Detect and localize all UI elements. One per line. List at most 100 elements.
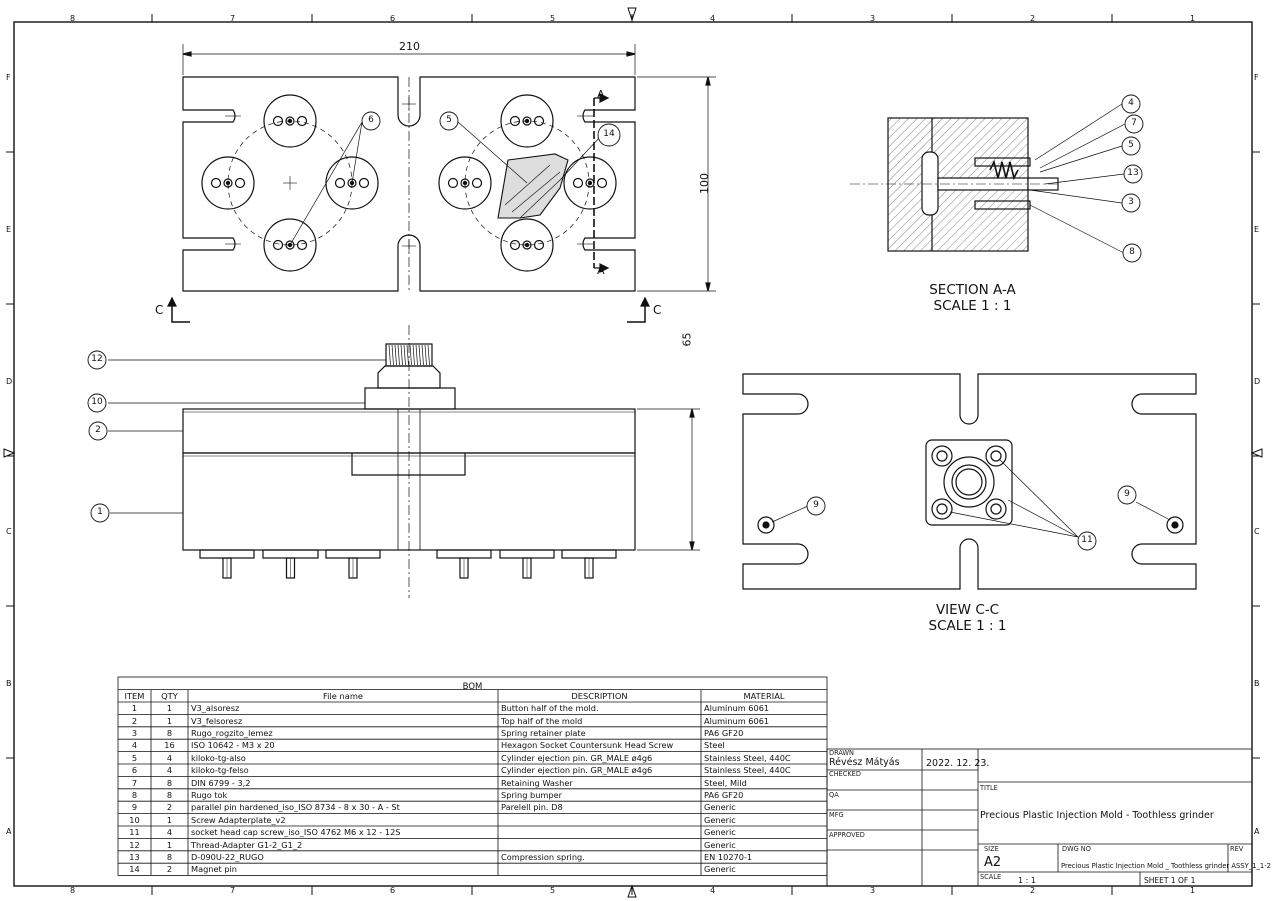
bom-cell: 11 [129,827,140,838]
qa-label: QA [829,791,839,799]
zone-col-bottom-3: 3 [870,886,876,895]
bom-cell: 8 [166,777,173,788]
bom-cell: Rugo_rogzito_lemez [191,727,273,738]
bom-header-qty: QTY [161,690,178,701]
bom-cell: 4 [166,752,173,763]
zone-row-left-D: D [6,377,13,386]
bom-cell: parallel pin hardened_iso_ISO 8734 - 8 x… [191,802,400,813]
bom-cell: kiloko-tg-felso [191,765,249,776]
bom-title: BOM [462,682,483,692]
dwg-label: DWG NO [1062,845,1091,853]
bom-cell: 1 [166,703,173,714]
bom-cell: 3 [131,727,138,738]
balloon-label-section-2: 5 [1128,140,1134,150]
bom-cell: 8 [166,727,173,738]
bom-cell: ISO 10642 - M3 x 20 [191,740,275,751]
bom-cell: 16 [164,740,175,751]
balloon-side-0 [87,350,107,370]
mfg-label: MFG [829,811,844,819]
bom-cell: Spring bumper [501,789,562,800]
bom-cell: Generic [704,839,736,850]
bom-header-file-name: File name [322,690,364,701]
bom-cell: Generic [704,814,736,825]
balloon-label-side-2: 2 [95,425,101,435]
zone-col-top-5: 5 [550,14,556,23]
top-plate-outline [182,76,636,292]
bom-cell: PA6 GF20 [704,789,744,800]
bom-cell: Generic [704,827,736,838]
scale-value: 1 : 1 [1018,876,1036,885]
balloon-section-5 [1122,243,1142,263]
rev-label: REV [1230,845,1244,853]
bom-cell: 1 [166,839,173,850]
balloon-label-viewc-2: 11 [1081,535,1093,545]
section-view [850,117,1060,252]
bom-cell: Hexagon Socket Countersunk Head Screw [501,740,674,751]
view-c-caption: VIEW C-C SCALE 1 : 1 [895,602,1040,634]
zone-row-right-A: A [1254,827,1260,836]
sheet-border [13,21,1253,887]
bom-cell: 10 [129,814,140,825]
balloon-label-viewc-1: 9 [1124,489,1130,499]
bom-cell: 8 [131,789,138,800]
zone-col-top-6: 6 [390,14,396,23]
bom-cell: Magnet pin [191,864,237,875]
bom-cell: EN 10270-1 [704,851,753,862]
bom-cell: kiloko-tg-also [191,752,246,763]
balloon-viewc-0 [806,496,826,516]
balloon-label-top-1: 5 [446,115,452,125]
bom-cell: Spring retainer plate [501,727,586,738]
balloon-top-1 [439,111,459,131]
balloon-label-section-1: 7 [1131,118,1137,128]
zone-row-right-F: F [1254,73,1259,82]
size-value: A2 [984,855,1002,870]
zone-row-left-F: F [6,73,11,82]
size-label: SIZE [984,845,999,853]
bom-cell: V3_felsoresz [191,715,243,726]
view-c-c [742,373,1197,590]
bom-cell: 8 [166,789,173,800]
bom-cell: Cylinder ejection pin. GR_MALE ø4g6 [501,752,653,763]
bom-cell: Aluminum 6061 [704,715,770,726]
bom-cell: 4 [166,827,173,838]
bom-cell: Compression spring. [501,851,585,862]
balloon-side-2 [88,421,108,441]
balloon-circles [87,94,1144,551]
balloon-label-section-0: 4 [1128,98,1134,108]
zone-ticks [3,7,1263,898]
approved-label: APPROVED [829,831,865,839]
bom-cell: Thread-Adapter G1-2_G1_2 [191,839,303,850]
zone-col-top-8: 8 [70,14,76,23]
grinder-cavity [497,153,569,219]
zone-col-bottom-7: 7 [230,886,236,895]
bom-cell: 9 [131,802,138,813]
zone-col-top-3: 3 [870,14,876,23]
dim-height-top: 100 [698,173,711,194]
bom-cell: 1 [166,814,173,825]
drawn-by: Révész Mátyás [829,757,900,768]
balloon-viewc-1 [1117,485,1137,505]
balloon-side-1 [87,393,107,413]
bom-cell: Generic [704,802,736,813]
balloon-label-section-3: 13 [1127,168,1139,178]
bom-cell: Generic [704,864,736,875]
bom-cell: Retaining Washer [501,777,573,788]
balloon-label-section-5: 8 [1129,247,1135,257]
view-c-title: VIEW C-C [935,602,1000,618]
zone-col-top-4: 4 [710,14,716,23]
bom-cell: Top half of the mold [501,715,583,726]
bom-cell: 6 [131,765,138,776]
balloon-top-2 [597,123,621,147]
zone-col-top-1: 1 [1190,14,1196,23]
zone-row-left-E: E [6,225,12,234]
bom-header-description: DESCRIPTION [571,690,628,701]
bom-cell: Stainless Steel, 440C [704,765,791,776]
bom-cell: 2 [166,802,173,813]
bom-cell: Cylinder ejection pin. GR_MALE ø4g6 [501,765,653,776]
bom-cell: 4 [131,740,138,751]
zone-col-bottom-5: 5 [550,886,556,895]
zone-col-bottom-4: 4 [710,886,716,895]
zone-row-left-A: A [6,827,12,836]
section-caption: SECTION A-A SCALE 1 : 1 [900,282,1045,314]
balloon-label-side-1: 10 [91,397,103,407]
